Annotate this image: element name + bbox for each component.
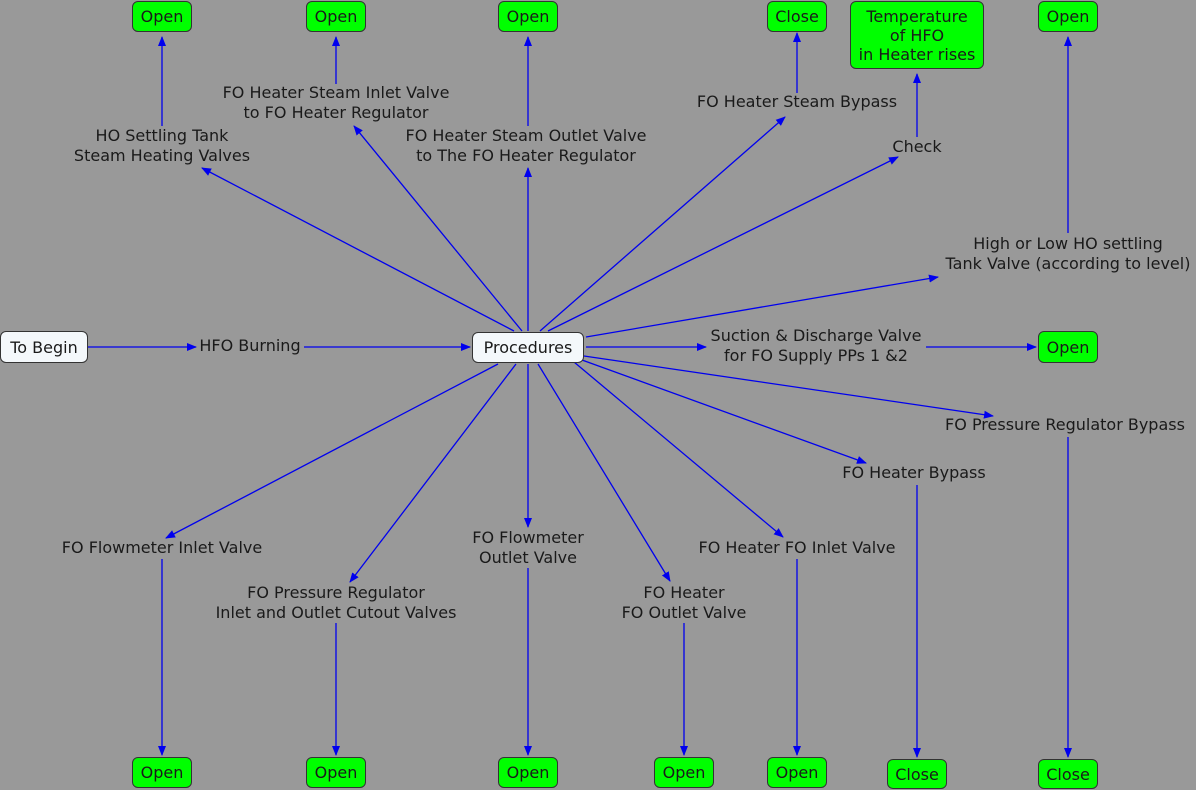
hfo-burning-label: HFO Burning: [199, 336, 301, 355]
arrow-proc-flowmeter-inlet: [165, 363, 499, 539]
heater-bypass-label: FO Heater Bypass: [842, 463, 986, 482]
arrow-proc-steam-inlet: [353, 125, 523, 332]
pressure-reg-cutout-label: FO Pressure Regulator Inlet and Outlet C…: [215, 583, 457, 622]
heater-fo-inlet-label: FO Heater FO Inlet Valve: [698, 538, 896, 557]
arrow-proc-heater-inlet: [573, 361, 784, 538]
flowmeter-outlet-label: FO Flowmeter Outlet Valve: [472, 528, 584, 567]
action-pressure-reg-open: Open: [306, 757, 366, 788]
pressure-reg-bypass-label: FO Pressure Regulator Bypass: [945, 415, 1185, 434]
action-steam-bypass-close: Close: [767, 1, 827, 32]
action-heater-inlet-open: Open: [767, 757, 827, 788]
arrow-proc-heater-outlet: [537, 363, 671, 582]
heater-fo-outlet-label: FO Heater FO Outlet Valve: [621, 583, 747, 622]
action-tank-valve-open: Open: [1038, 1, 1098, 32]
arrow-proc-pressure-bypass: [583, 355, 994, 419]
fo-heater-steam-bypass-label: FO Heater Steam Bypass: [696, 92, 898, 111]
action-pressure-bypass-close: Close: [1038, 759, 1098, 789]
arrow-proc-heater-bypass: [581, 359, 867, 464]
check-label: Check: [892, 137, 942, 156]
to-begin-node: To Begin: [0, 331, 88, 363]
action-flowmeter-inlet-open: Open: [132, 757, 192, 788]
action-flowmeter-outlet-open: Open: [498, 757, 558, 788]
arrow-proc-pressure-cutout: [349, 363, 517, 583]
fo-heater-steam-inlet-label: FO Heater Steam Inlet Valve to FO Heater…: [222, 83, 450, 122]
arrow-proc-check: [547, 156, 899, 332]
action-heater-outlet-open: Open: [654, 757, 714, 788]
high-low-tank-valve-label: High or Low HO settling Tank Valve (acco…: [945, 234, 1191, 273]
arrow-proc-steam-bypass: [539, 116, 786, 332]
action-steam-inlet-open: Open: [306, 1, 366, 32]
ho-settling-steam-label: HO Settling Tank Steam Heating Valves: [73, 126, 251, 165]
arrow-proc-ho-settling: [201, 167, 515, 332]
suction-discharge-label: Suction & Discharge Valve for FO Supply …: [710, 326, 922, 365]
action-suction-discharge-open: Open: [1038, 331, 1098, 363]
arrow-proc-tank-valve: [585, 274, 939, 338]
action-heater-bypass-close: Close: [887, 759, 947, 789]
action-temperature-rises: Temperature of HFO in Heater rises: [850, 1, 984, 69]
action-ho-settling-open: Open: [132, 1, 192, 32]
procedures-node: Procedures: [472, 332, 584, 363]
action-steam-outlet-open: Open: [498, 1, 558, 32]
fo-heater-steam-outlet-label: FO Heater Steam Outlet Valve to The FO H…: [405, 126, 647, 165]
flowmeter-inlet-label: FO Flowmeter Inlet Valve: [61, 538, 263, 557]
